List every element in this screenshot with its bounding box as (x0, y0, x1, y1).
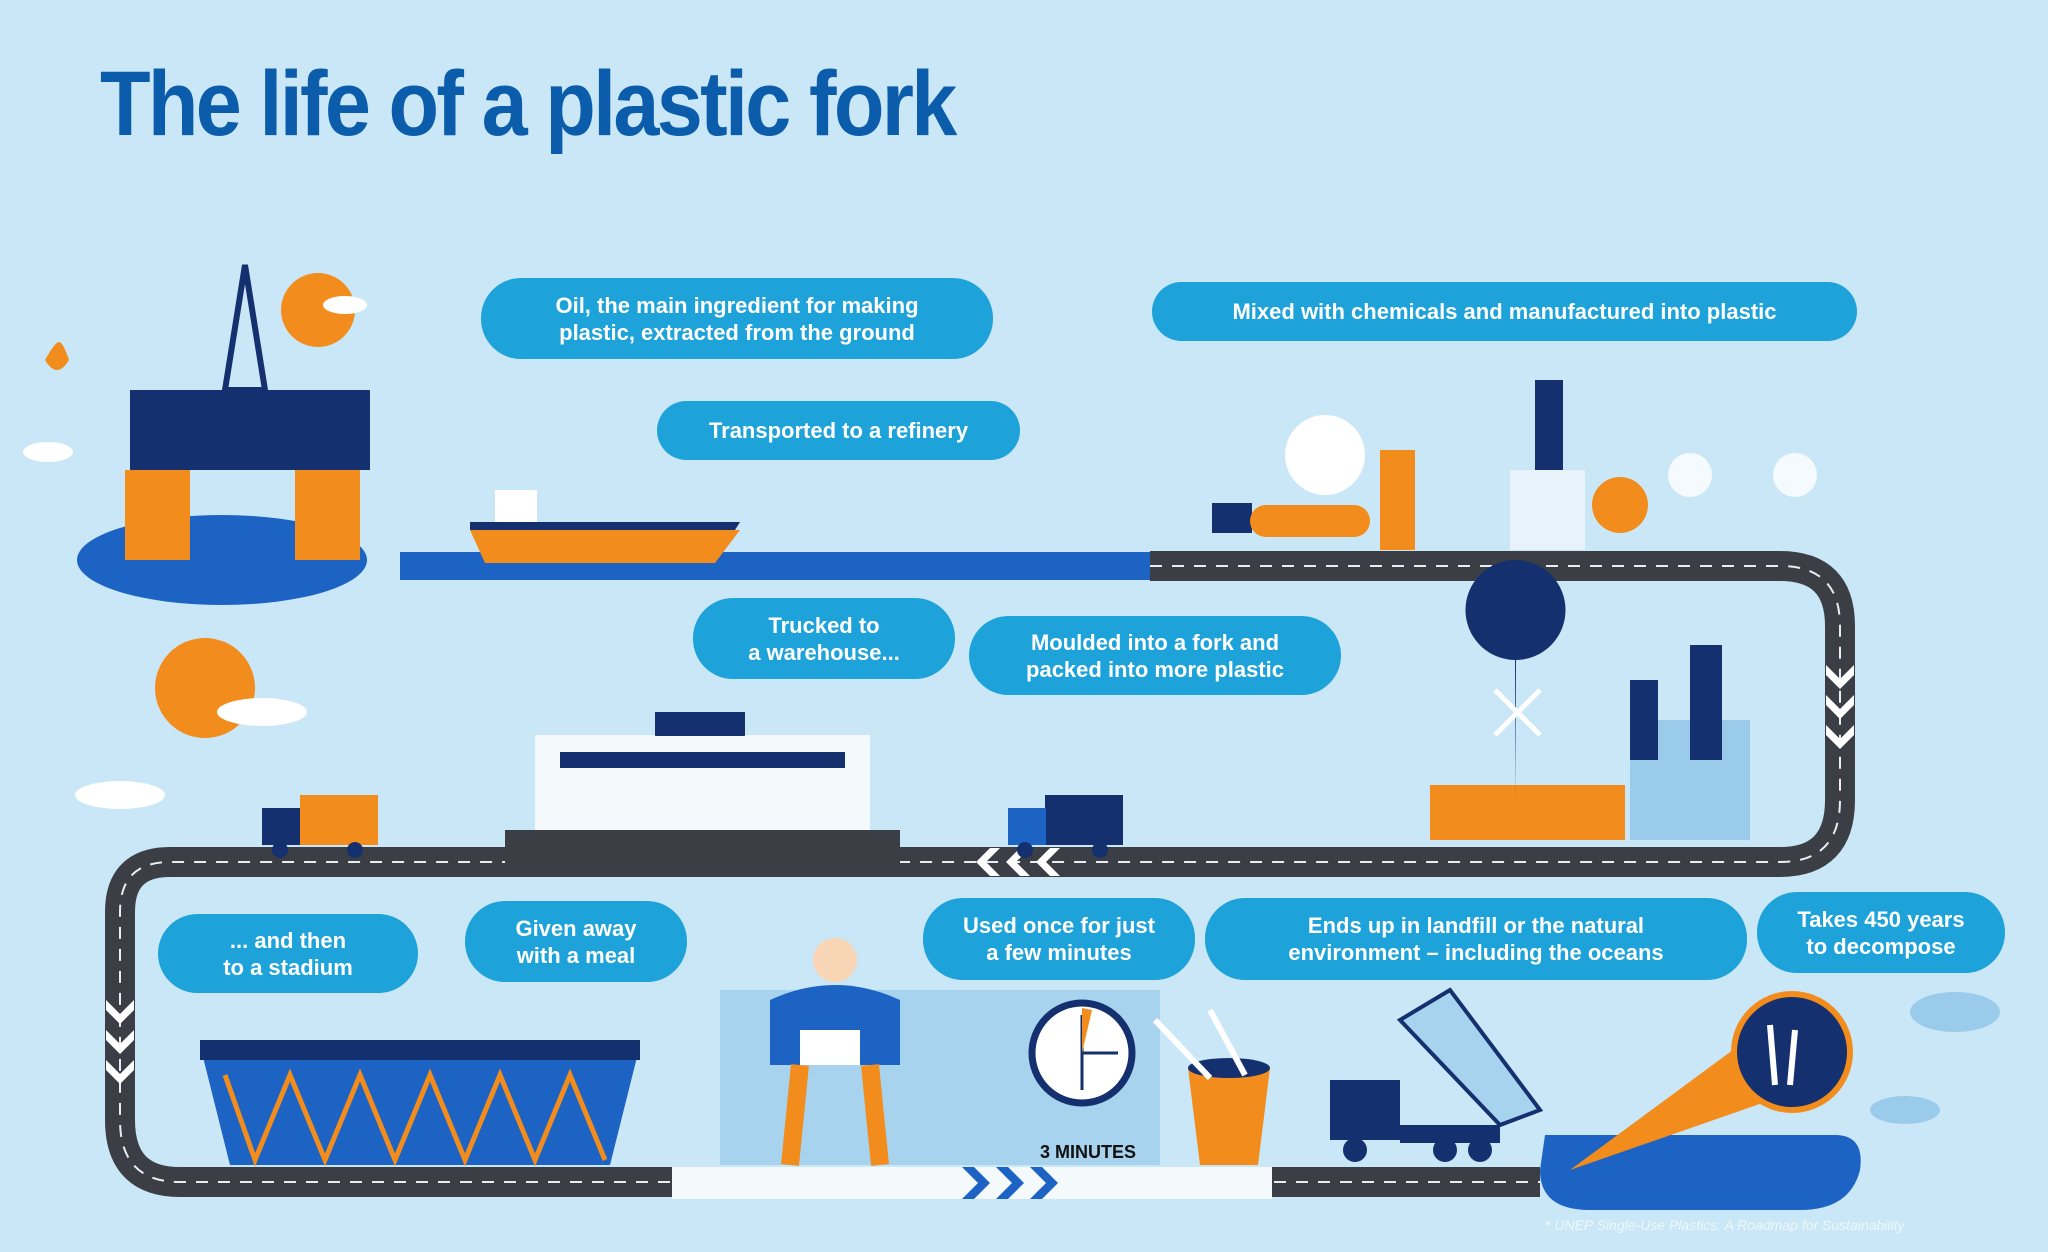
step-used-once: Used once for just a few minutes (923, 898, 1195, 980)
cup-with-fork-illustration (1152, 1008, 1270, 1165)
road-markings (119, 565, 1841, 1183)
oil-rig-illustration (45, 264, 370, 605)
refinery-illustration (1212, 380, 1817, 550)
ocean-decomposition-illustration (1540, 991, 1861, 1210)
clock-duration-label: 3 MINUTES (1040, 1142, 1137, 1162)
arrows-down-right (1826, 665, 1854, 749)
arrows-right-top (962, 552, 1046, 580)
arrows-down-left (106, 1000, 134, 1084)
step-decompose: Takes 450 years to decompose (1757, 892, 2005, 973)
step-moulded-fork: Moulded into a fork and packed into more… (969, 616, 1341, 695)
fork-knife-icon (1493, 688, 1542, 737)
step-landfill-ocean: Ends up in landfill or the natural envir… (1205, 898, 1747, 980)
step-trucked-warehouse: Trucked to a warehouse... (693, 598, 955, 679)
clock-icon (1028, 999, 1136, 1107)
stadium-illustration (200, 1040, 640, 1168)
dump-truck-illustration (1330, 987, 1544, 1162)
step-oil-extraction: Oil, the main ingredient for making plas… (481, 278, 993, 359)
step-transport-refinery: Transported to a refinery (657, 401, 1020, 460)
truck-left (262, 795, 378, 858)
step-stadium: ... and then to a stadium (158, 914, 418, 993)
step-given-away: Given away with a meal (465, 901, 687, 982)
step-manufacture-plastic: Mixed with chemicals and manufactured in… (1152, 282, 1857, 341)
cloud-icons (23, 296, 367, 809)
tanker-ship-illustration (470, 490, 740, 563)
route (105, 551, 1855, 1199)
rain-cloud-icon (1870, 992, 2000, 1124)
fork-factory-illustration (1430, 560, 1750, 840)
truck-middle (1008, 795, 1123, 858)
source-footnote: * UNEP Single-Use Plastics: A Roadmap fo… (1545, 1217, 1905, 1233)
arrows-right-bottom (962, 1167, 1058, 1199)
warehouse-illustration (505, 712, 900, 864)
page-title: The life of a plastic fork (100, 53, 957, 155)
